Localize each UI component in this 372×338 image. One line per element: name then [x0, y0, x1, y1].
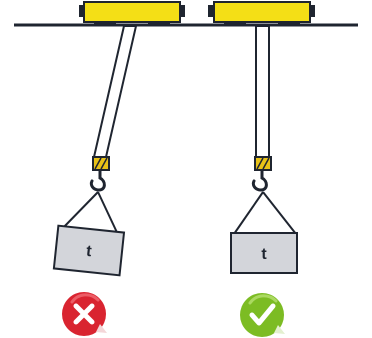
hook-block-left	[92, 156, 110, 171]
sling-right	[233, 191, 297, 235]
rope-angled	[93, 25, 137, 158]
load-left: t	[52, 224, 126, 277]
scene-correct: t	[208, 1, 315, 337]
trolley-right	[208, 1, 315, 25]
trolley-left	[79, 1, 185, 25]
load-right: t	[230, 232, 298, 274]
load-weight-label: t	[261, 246, 267, 263]
hook-icon	[251, 169, 268, 192]
cross-icon	[73, 303, 95, 325]
badge-wrong	[62, 292, 107, 336]
scene-incorrect: t	[52, 1, 185, 336]
rope-vertical	[255, 25, 270, 158]
badge-right	[240, 293, 285, 337]
hook-block-right	[254, 156, 272, 171]
hook-icon	[89, 169, 106, 192]
load-weight-label: t	[85, 243, 93, 261]
check-icon	[249, 303, 276, 326]
